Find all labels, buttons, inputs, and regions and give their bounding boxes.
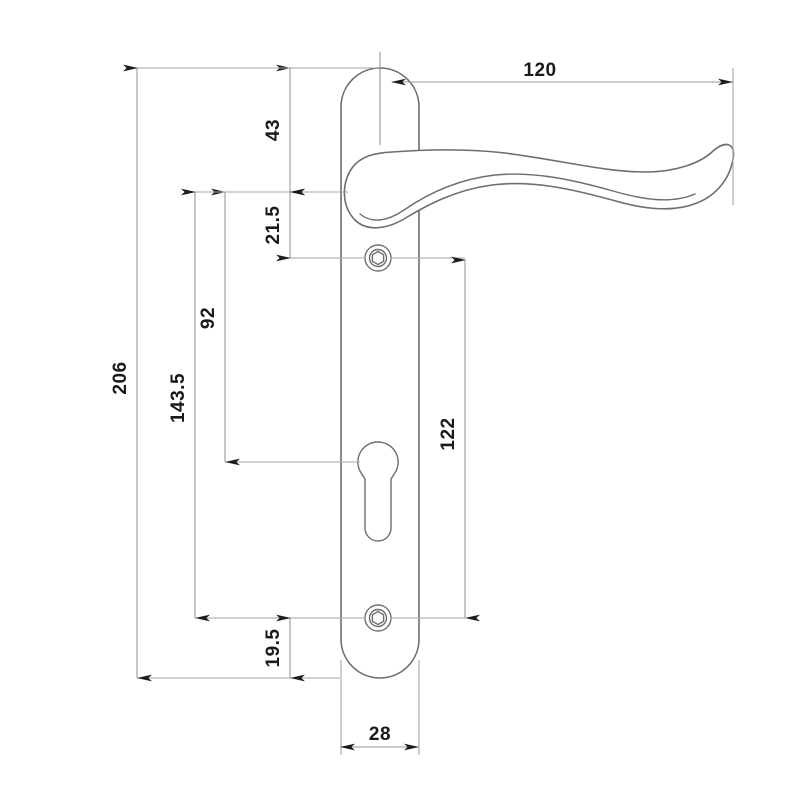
dim-label-206: 206 (110, 361, 131, 394)
euro-cylinder-keyhole (357, 441, 399, 542)
dim-label-28: 28 (369, 724, 391, 745)
dim-label-21-5: 21.5 (263, 206, 284, 245)
dimension-screw-to-bottom-19-5: 19.5 (207, 614, 340, 682)
dim-label-92: 92 (198, 307, 219, 329)
part-geometry (340, 67, 735, 679)
dimension-plate-width-28: 28 (340, 660, 420, 755)
dimension-plate-height-206: 206 (110, 64, 340, 682)
dim-label-120: 120 (523, 60, 556, 81)
lever-handle-outline (343, 143, 735, 229)
dim-label-122: 122 (438, 417, 459, 450)
dim-label-43: 43 (263, 119, 284, 141)
dimension-spindle-to-lower-screw-143-5: 143.5 (168, 188, 366, 622)
lever-inner-contour (359, 173, 696, 221)
dim-label-143-5: 143.5 (168, 373, 189, 423)
dim-label-19-5: 19.5 (263, 629, 284, 668)
dimension-spindle-to-screw-21-5: 21.5 (263, 188, 366, 262)
dimension-screw-centres-122: 122 (390, 256, 480, 622)
